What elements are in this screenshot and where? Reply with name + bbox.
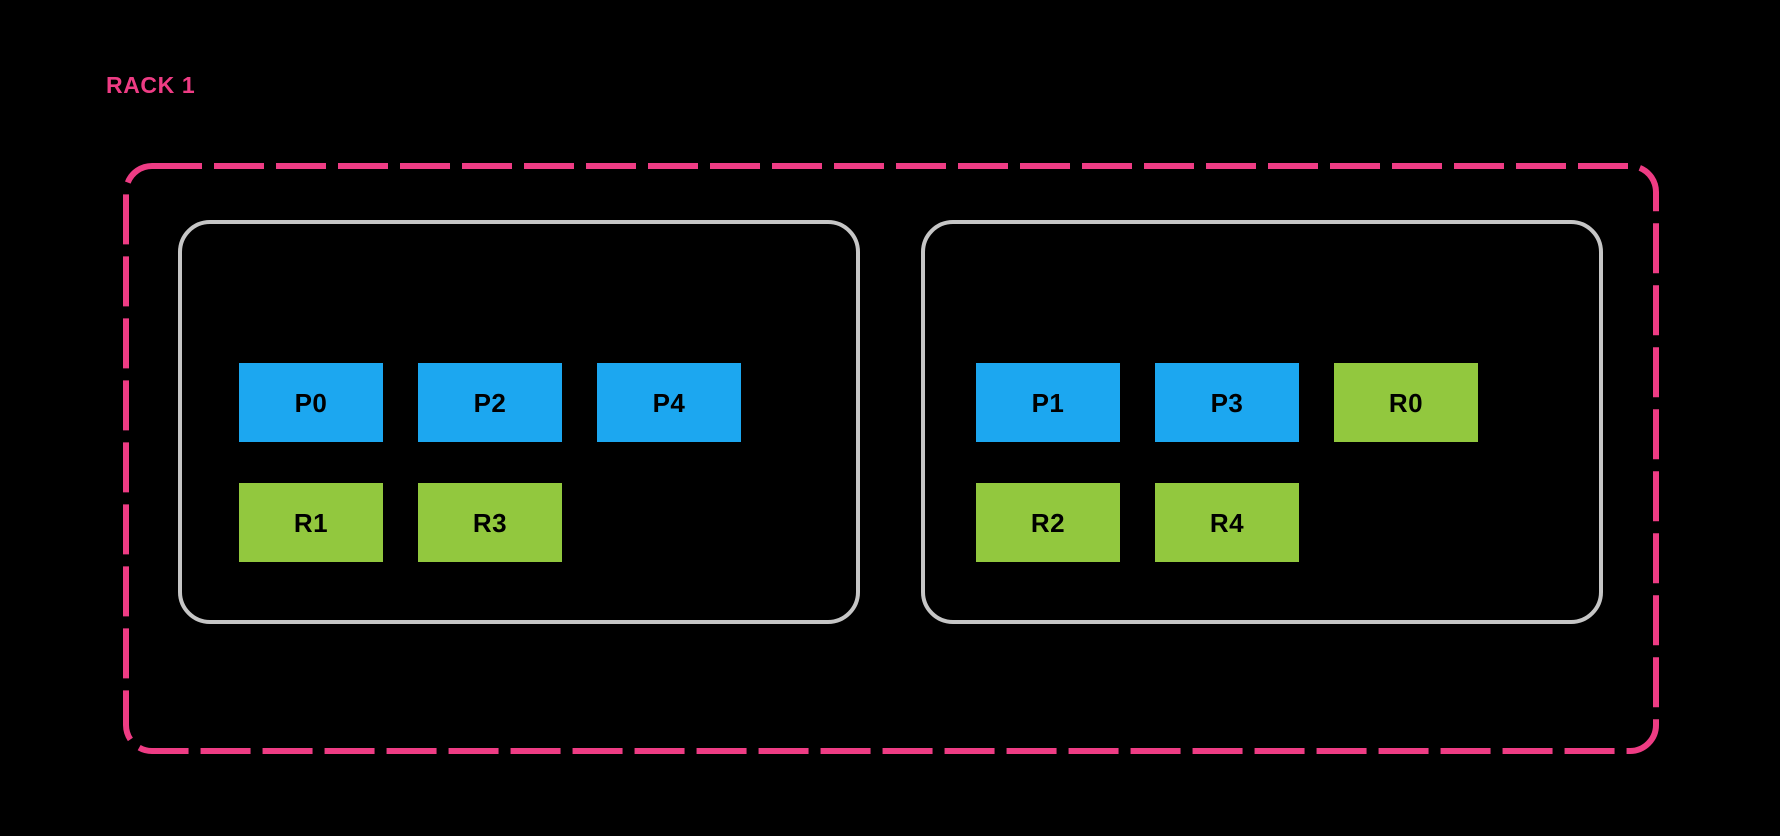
shard-chip-r0[interactable]: R0 (1334, 363, 1478, 442)
shard-chip-p1[interactable]: P1 (976, 363, 1120, 442)
shard-chip-r3[interactable]: R3 (418, 483, 562, 562)
shard-chip-r4[interactable]: R4 (1155, 483, 1299, 562)
shard-chip-p3[interactable]: P3 (1155, 363, 1299, 442)
shard-chip-r1[interactable]: R1 (239, 483, 383, 562)
host-box-0 (178, 220, 860, 624)
host-box-1 (921, 220, 1603, 624)
rack-label: RACK 1 (106, 72, 196, 98)
shard-chip-p0[interactable]: P0 (239, 363, 383, 442)
shard-chip-p2[interactable]: P2 (418, 363, 562, 442)
shard-chip-r2[interactable]: R2 (976, 483, 1120, 562)
shard-chip-p4[interactable]: P4 (597, 363, 741, 442)
